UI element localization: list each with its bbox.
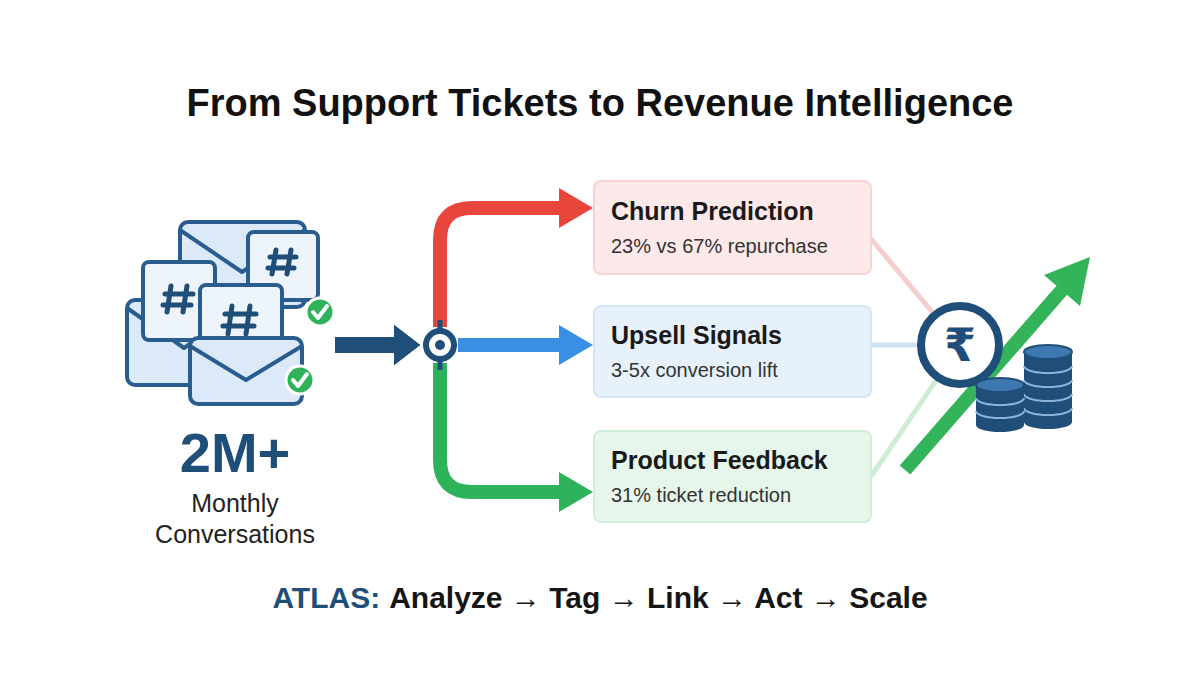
framework-steps: Analyze → Tag → Link → Act → Scale: [389, 581, 927, 614]
branch-arrow: [335, 188, 593, 365]
coin-edge: [1024, 366, 1072, 415]
check-mark: [313, 306, 327, 318]
circle-ring: [921, 306, 999, 384]
node-heading: Product Feedback: [611, 445, 854, 476]
growth-arrow-head: [1044, 257, 1090, 306]
arrow-head: [394, 325, 420, 365]
branch-shaft: [440, 363, 561, 492]
envelope-stack: [127, 222, 318, 404]
insight-box: Upsell Signals 3-5x conversion lift: [593, 305, 872, 398]
insight-box: Product Feedback 31% ticket reduction: [593, 430, 872, 523]
hash-symbol: [268, 250, 296, 274]
framework-name: ATLAS:: [272, 581, 380, 614]
label-row: ATLAS: Analyze → Tag → Link → Act → Scale: [0, 578, 1200, 618]
insight-box: Churn Prediction 23% vs 67% repurchase: [593, 180, 872, 275]
envelope: [190, 338, 302, 404]
hash-symbol: [163, 286, 193, 312]
hash-symbol: [223, 306, 256, 334]
check-badge: [306, 298, 334, 326]
arrow-head: [394, 325, 420, 365]
arrow-head: [559, 188, 593, 228]
link-line: [872, 240, 932, 311]
node-heading: ₹: [944, 322, 976, 368]
node-body: 23% vs 67% repurchase: [611, 234, 854, 259]
coin-top: [976, 378, 1024, 392]
input-arrow: [335, 337, 396, 353]
hub-dot: [435, 340, 445, 350]
link-line: [872, 345, 916, 346]
hub-ring: [426, 331, 454, 359]
input-arrow: [335, 337, 396, 353]
check-badge: [286, 366, 314, 394]
input-arrow: [335, 337, 396, 353]
envelope-flap: [190, 346, 302, 380]
node-body: 31% ticket reduction: [611, 483, 854, 508]
revenue-circle: ₹: [916, 301, 1004, 389]
check-marks: [286, 298, 334, 394]
branch-shaft: [458, 338, 561, 352]
source-node: 2M+Monthly Conversations: [135, 215, 335, 550]
coin-body: [1024, 352, 1072, 422]
node-heading: 2M+: [180, 422, 291, 484]
coin-base: [1024, 415, 1072, 429]
branch-arrow: [335, 325, 593, 365]
node-heading: Upsell Signals: [611, 320, 854, 351]
node-heading: Churn Prediction: [611, 196, 854, 227]
check-mark: [293, 374, 307, 386]
diagram-title: From Support Tickets to Revenue Intellig…: [0, 78, 1200, 128]
arrow-head: [394, 325, 420, 365]
link-line: [872, 240, 932, 311]
node-body: Monthly Conversations: [135, 488, 335, 551]
node-body: 3-5x conversion lift: [611, 358, 854, 383]
link-line: [872, 381, 935, 475]
coin-base: [976, 418, 1024, 432]
coin-stack: [976, 378, 1024, 432]
link-line: [872, 381, 935, 475]
branch-shaft: [440, 208, 561, 327]
coin-stack: [1024, 345, 1072, 429]
arrow-head: [559, 472, 593, 512]
coin-top: [1024, 345, 1072, 359]
arrow-head: [559, 325, 593, 365]
coin-edge: [976, 398, 1024, 418]
growth-arrow: [905, 257, 1090, 470]
link-line: [872, 343, 916, 348]
branch-arrow: [335, 325, 593, 512]
